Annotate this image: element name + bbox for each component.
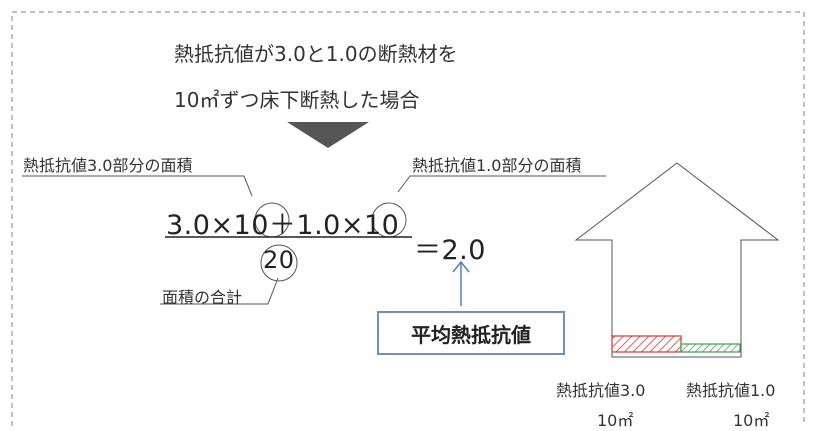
- down-arrow-triangle: [287, 122, 369, 148]
- insulation-green: [680, 343, 741, 353]
- leader-line-total: [160, 277, 279, 305]
- average-thermal-resistance-box: 平均熱抵抗値: [377, 311, 565, 355]
- equation-denominator: 20: [263, 246, 295, 274]
- leader-line-area-3: [22, 175, 253, 197]
- insulation-red: [611, 335, 682, 353]
- arrow-head: [452, 260, 470, 273]
- label-area-1: 熱抵抗値1.0部分の面積: [412, 156, 582, 175]
- circle-twenty: [260, 244, 298, 282]
- heading-line-2: 10㎡ずつ床下断熱した場合: [174, 88, 420, 112]
- equation-numerator: 3.0×10＋1.0×10: [166, 210, 400, 241]
- equation-result: ＝2.0: [414, 235, 486, 266]
- house-left-area: 10㎡: [597, 411, 634, 430]
- label-total-area: 面積の合計: [162, 288, 243, 307]
- house-right-label: 熱抵抗値1.0: [686, 381, 776, 400]
- label-area-3: 熱抵抗値3.0部分の面積: [23, 156, 193, 175]
- house-left-label: 熱抵抗値3.0: [556, 381, 646, 400]
- heading-line-1: 熱抵抗値が3.0と1.0の断熱材を: [174, 42, 458, 66]
- dashed-frame: [11, 11, 805, 426]
- house-outline: [574, 162, 780, 358]
- leader-line-area-1: [397, 175, 606, 193]
- house-right-area: 10㎡: [733, 411, 770, 430]
